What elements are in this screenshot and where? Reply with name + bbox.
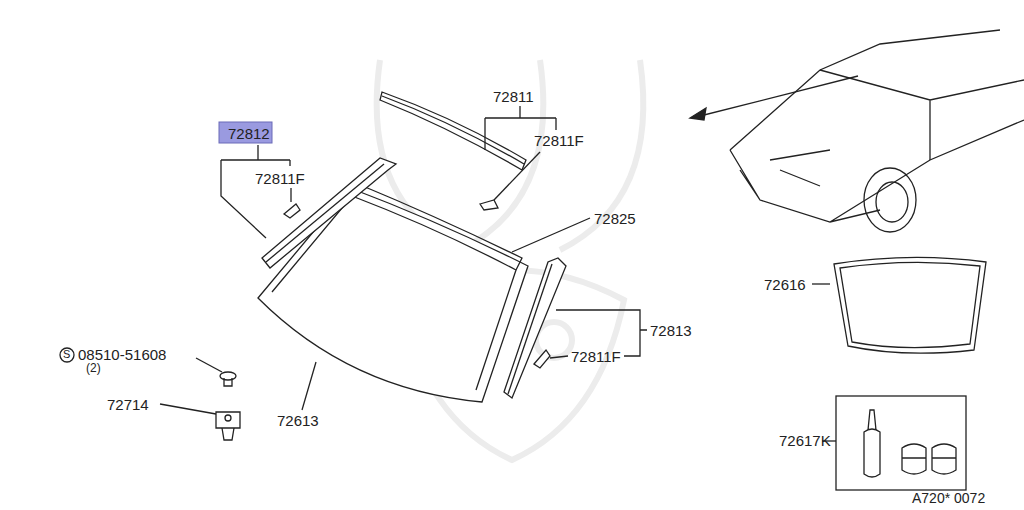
part-number: 08510-51608 (78, 347, 166, 362)
callout-number: 72811F (534, 133, 584, 148)
callout-number: 72811F (255, 171, 305, 186)
callout-number: 72813 (650, 323, 692, 338)
callout-number: 72811 (493, 89, 534, 104)
quantity-note: (2) (86, 362, 101, 374)
diagram-code: A720* 0072 (912, 491, 985, 505)
callout-number: 72617K (779, 433, 831, 448)
standard-part-symbol: S (63, 349, 70, 360)
callout-number: 72825 (594, 211, 636, 226)
callout-number: 72812 (228, 126, 270, 141)
callout-number: 72714 (107, 397, 149, 412)
callout-number: 72616 (764, 277, 806, 292)
highlight (219, 122, 272, 143)
callout-number: 72811F (571, 349, 621, 364)
callout-number: 72613 (277, 413, 319, 428)
